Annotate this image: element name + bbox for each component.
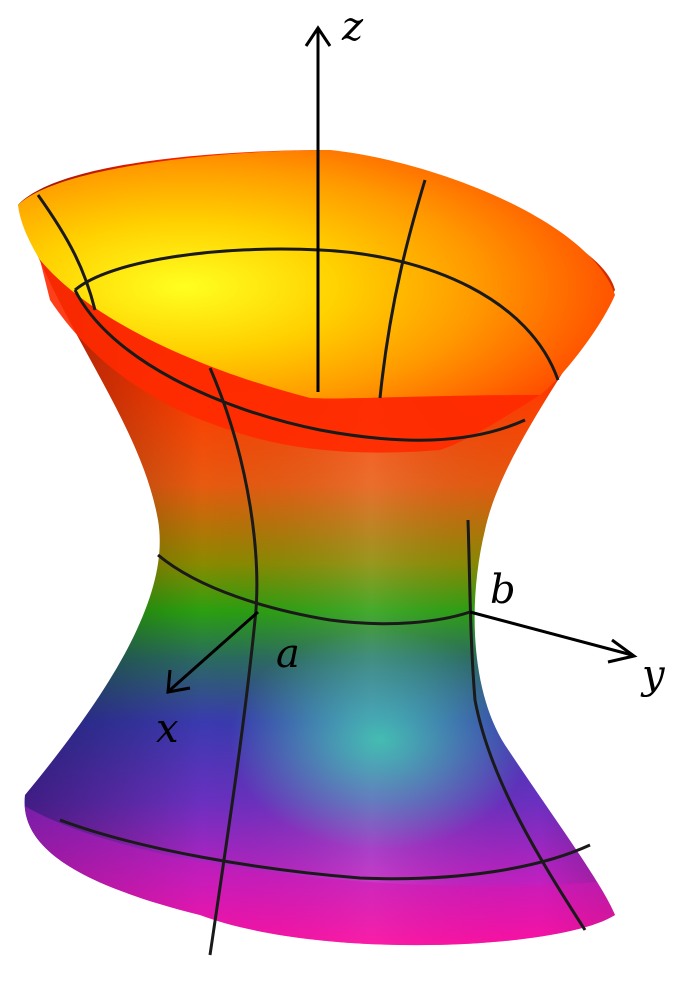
x-axis	[169, 610, 259, 692]
y-axis	[469, 610, 633, 657]
z-axis-arrowhead	[304, 25, 332, 47]
grid-parallel-top-front	[73, 289, 526, 442]
y-axis-label: y	[640, 652, 666, 698]
grid-meridian-right-back	[378, 179, 427, 399]
grid-meridian-front	[208, 367, 259, 956]
grid-meridian-left-back	[36, 194, 97, 311]
coordinate-axes	[166, 25, 638, 694]
surface-grid-lines	[36, 179, 591, 956]
y-axis-arrowhead	[607, 638, 638, 664]
grid-parallel-bottom	[59, 818, 591, 881]
z-axis-label: z	[341, 4, 364, 50]
x-axis-label: x	[156, 706, 179, 752]
grid-parallel-top-back	[74, 247, 560, 381]
semi-axis-b-label: b	[490, 567, 516, 613]
grid-parallel-neck	[157, 553, 471, 626]
hyperboloid-rim-front	[40, 260, 540, 453]
x-axis-arrowhead	[166, 669, 191, 694]
semi-axis-a-label: a	[276, 631, 300, 677]
grid-meridian-right-front	[466, 519, 587, 931]
